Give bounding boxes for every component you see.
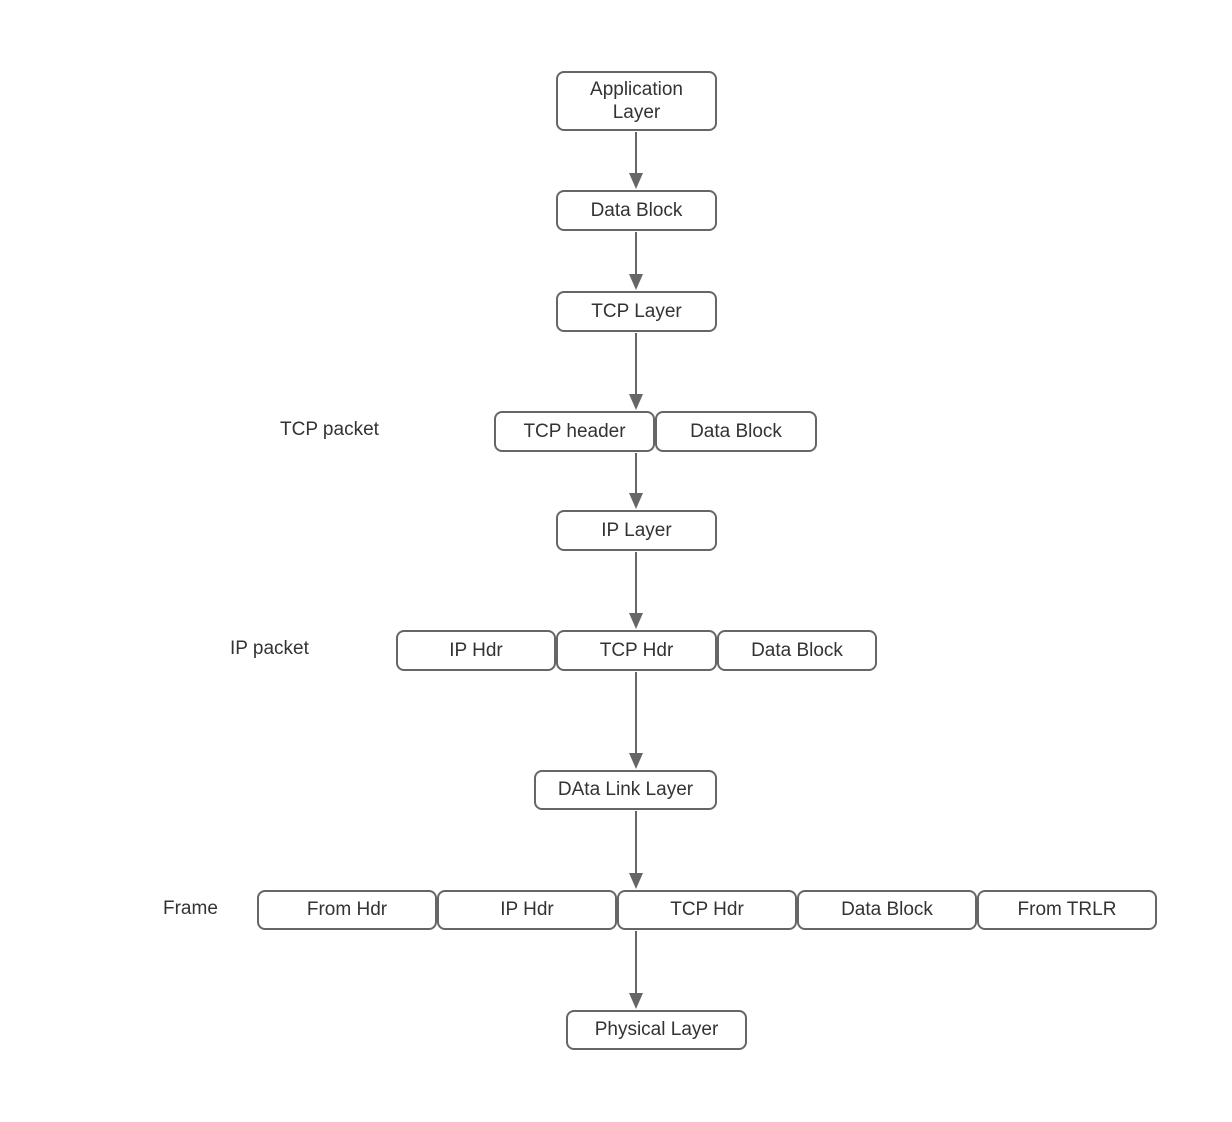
label-frame: Frame	[163, 898, 218, 919]
arrowhead-down-icon	[629, 493, 643, 509]
node-from-trlr-frame: From TRLR	[977, 890, 1157, 930]
node-tcp-layer: TCP Layer	[556, 291, 717, 332]
arrowhead-down-icon	[629, 274, 643, 290]
arrow-shaft	[635, 552, 637, 615]
arrowhead-down-icon	[629, 873, 643, 889]
arrow-application-to-datablock	[629, 132, 643, 189]
node-data-block-top: Data Block	[556, 190, 717, 231]
label-tcp-packet: TCP packet	[280, 419, 379, 440]
label-ip-packet: IP packet	[230, 638, 309, 659]
node-data-block-ip-packet: Data Block	[717, 630, 877, 671]
node-from-hdr-frame: From Hdr	[257, 890, 437, 930]
arrow-iplayer-to-ippacket	[629, 552, 643, 629]
arrow-datablock-to-tcplayer	[629, 232, 643, 290]
arrow-datalink-to-frame	[629, 811, 643, 889]
node-tcp-header: TCP header	[494, 411, 655, 452]
node-ip-hdr-frame: IP Hdr	[437, 890, 617, 930]
arrow-shaft	[635, 453, 637, 495]
arrow-ippacket-to-datalink	[629, 672, 643, 769]
node-tcp-hdr-ip-packet: TCP Hdr	[556, 630, 717, 671]
node-data-block-frame: Data Block	[797, 890, 977, 930]
arrowhead-down-icon	[629, 613, 643, 629]
node-ip-layer: IP Layer	[556, 510, 717, 551]
node-ip-hdr-ip-packet: IP Hdr	[396, 630, 556, 671]
node-data-link-layer: DAta Link Layer	[534, 770, 717, 810]
node-data-block-tcp-packet: Data Block	[655, 411, 817, 452]
arrowhead-down-icon	[629, 993, 643, 1009]
arrowhead-down-icon	[629, 173, 643, 189]
node-application-layer: Application Layer	[556, 71, 717, 131]
arrow-shaft	[635, 931, 637, 995]
arrow-shaft	[635, 232, 637, 276]
node-tcp-hdr-frame: TCP Hdr	[617, 890, 797, 930]
arrow-shaft	[635, 333, 637, 396]
arrowhead-down-icon	[629, 753, 643, 769]
arrow-tcppacket-to-iplayer	[629, 453, 643, 509]
arrow-shaft	[635, 672, 637, 755]
node-physical-layer: Physical Layer	[566, 1010, 747, 1050]
arrow-shaft	[635, 132, 637, 175]
arrow-shaft	[635, 811, 637, 875]
arrow-frame-to-physical	[629, 931, 643, 1009]
arrow-tcplayer-to-tcppacket	[629, 333, 643, 410]
arrowhead-down-icon	[629, 394, 643, 410]
